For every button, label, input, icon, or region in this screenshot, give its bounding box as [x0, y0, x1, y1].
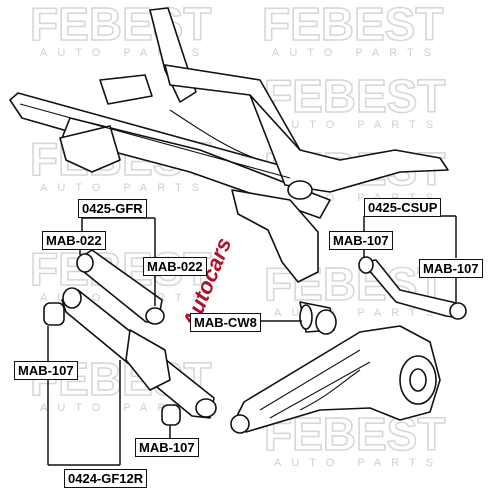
watermark-tagline: AUTO PARTS [274, 119, 443, 131]
subframe-right-mount [231, 189, 319, 283]
lower-arm-assembly [43, 287, 217, 426]
subframe-detail-line [169, 109, 261, 161]
watermark-brand: FEBEST [264, 70, 445, 122]
watermark-tagline: AUTO PARTS [272, 47, 441, 59]
watermark-brand: FEBEST [262, 0, 443, 50]
subframe-left-bracket [99, 74, 153, 105]
lower-arm-outer-eye [195, 398, 217, 418]
lower-arm-loose-bushing-2 [161, 404, 181, 426]
label-mab-107-lower-right: MAB-107 [135, 438, 199, 457]
knuckle-hub-center [409, 368, 427, 392]
upper-arm-left-bushing [76, 253, 94, 273]
label-mab-107-lower-left: MAB-107 [14, 361, 78, 380]
subframe-detail-line [19, 103, 291, 179]
trailing-arm-body [235, 325, 441, 433]
upper-arm-assembly [76, 249, 165, 325]
watermark-brand: FEBEST [30, 0, 211, 50]
label-0425-csup: 0425-CSUP [364, 198, 442, 217]
subframe-left-mount [59, 125, 121, 173]
trailing-arm-assembly [230, 325, 441, 434]
label-mab-cw8: MAB-CW8 [190, 313, 261, 332]
mount-bushing-back [299, 304, 313, 330]
lower-arm-loose-bushing [43, 302, 65, 326]
label-mab-107-rear-left: MAB-107 [329, 231, 393, 250]
label-mab-107-rear-right: MAB-107 [419, 259, 483, 278]
trailing-arm-front-bushing [230, 414, 250, 434]
label-mab-022-right: MAB-022 [143, 257, 207, 276]
subframe-bushing-socket [287, 180, 313, 200]
lower-arm-spring-seat [125, 329, 171, 391]
label-0424-gf12r: 0424-GF12R [64, 469, 148, 488]
watermark-tagline: AUTO PARTS [40, 182, 209, 194]
mount-bushing-face [315, 309, 337, 335]
lower-arm-inner-eye [62, 287, 82, 309]
trailing-arm-ribs [259, 349, 371, 419]
rear-arm-left-bushing [358, 256, 374, 274]
rear-arm-assembly [358, 256, 467, 320]
label-mab-022-left: MAB-022 [42, 231, 106, 250]
mount-bushing-part [299, 301, 337, 335]
rear-arm-right-bushing [449, 302, 467, 320]
watermark-tagline: AUTO PARTS [274, 457, 443, 469]
upper-arm-right-bushing [145, 307, 165, 325]
label-0425-gfr: 0425-GFR [78, 199, 147, 218]
subframe [9, 7, 449, 283]
